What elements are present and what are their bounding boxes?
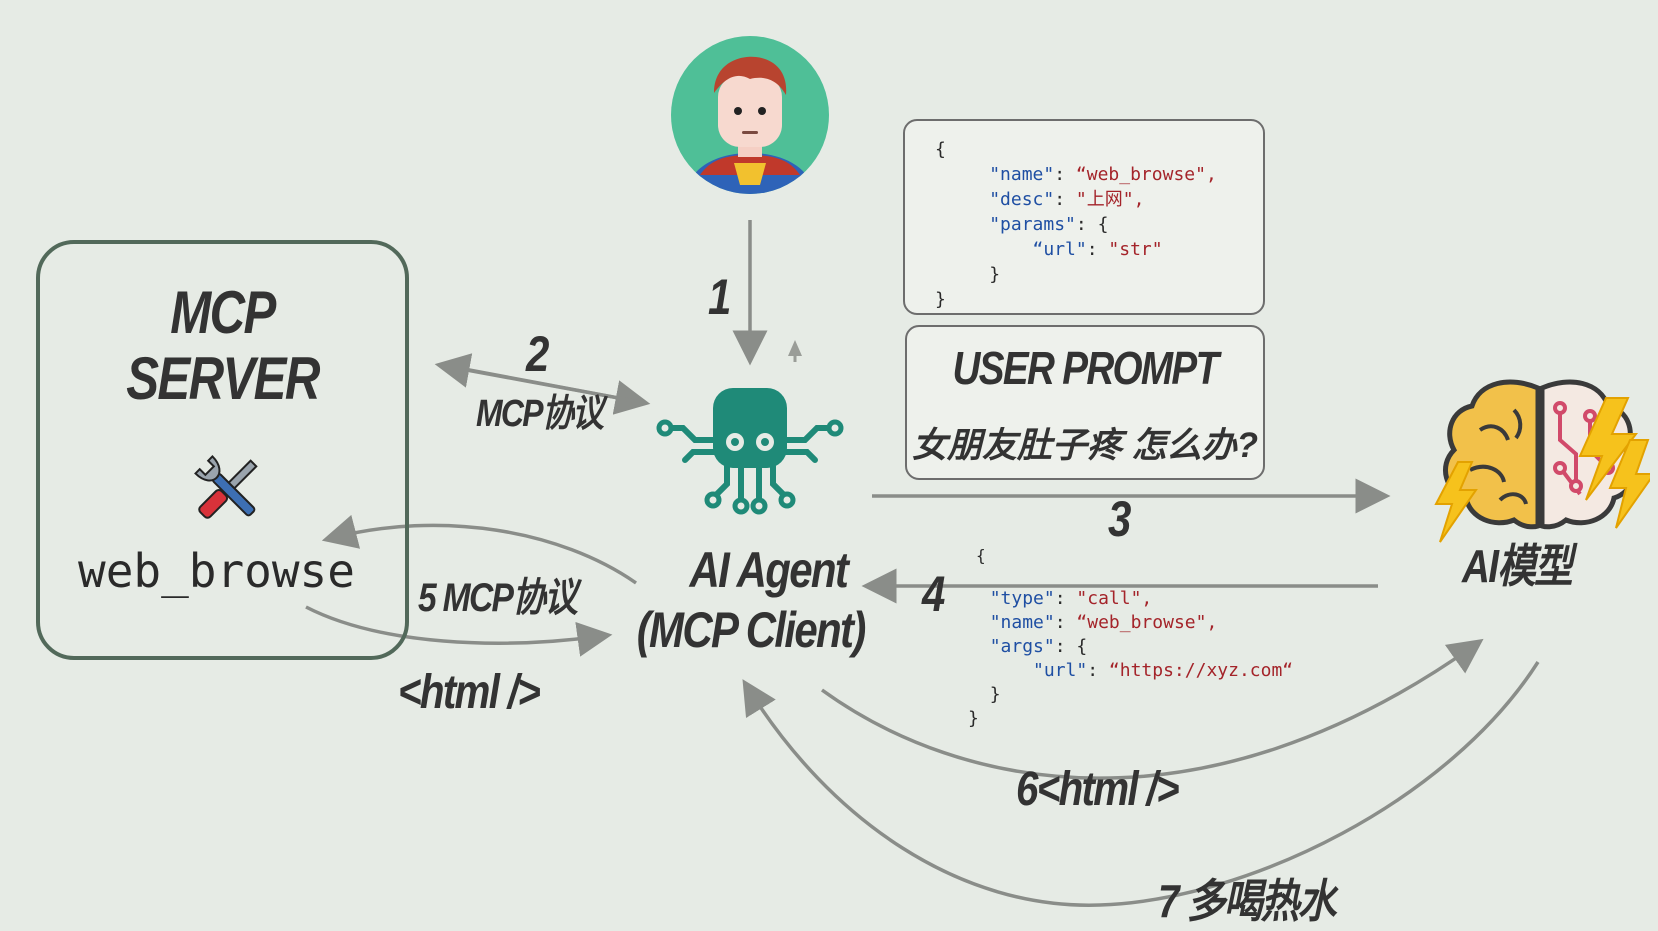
agent-label: AI Agent (MCP Client): [637, 540, 867, 660]
mcp-server-title: MCP SERVER: [73, 280, 372, 412]
step-4-label: 4: [922, 566, 945, 622]
call-type-value: "call",: [1076, 588, 1153, 609]
arrow-step-2-left: [434, 353, 641, 404]
schema-open-brace: {: [935, 139, 946, 160]
call-type-key: "type": [989, 588, 1055, 609]
step-1-label: 1: [708, 269, 731, 325]
step-2-label: 2: [526, 326, 549, 382]
schema-desc-value: "上网",: [1075, 189, 1145, 210]
call-url-value: “https://xyz.com“: [1108, 660, 1294, 681]
schema-close-inner: }: [989, 264, 1001, 285]
schema-desc-key: "desc": [989, 189, 1055, 210]
arrow-step-7: [742, 661, 1540, 907]
agent-label-line2: (MCP Client): [636, 602, 867, 658]
server-title-line2: SERVER: [126, 345, 320, 412]
user-prompt-box: USER PROMPT 女朋友肚子疼 怎么办?: [905, 325, 1265, 480]
call-url-key: "url": [1033, 660, 1088, 681]
schema-params-key: "params": [989, 214, 1076, 235]
server-title-line1: MCP: [170, 279, 276, 346]
tool-name-web-browse: web_browse: [78, 544, 355, 598]
small-up-arrow-icon: [788, 340, 802, 356]
step-3-label: 3: [1108, 491, 1131, 547]
call-close-outer: }: [968, 708, 979, 729]
user-prompt-title: USER PROMPT: [952, 342, 1220, 394]
call-name-key: "name": [989, 612, 1055, 633]
step-5-result-label: <html />: [398, 666, 541, 719]
tool-schema-code: { "name": “web_browse", "desc": "上网", "p…: [935, 139, 1217, 310]
brain-lightning-icon: [1434, 379, 1650, 543]
wrench-screwdriver-icon: [194, 455, 258, 519]
ai-model-label: AI模型: [1462, 540, 1573, 592]
call-close-inner: }: [989, 684, 1001, 705]
call-open-brace: {: [976, 546, 986, 565]
call-name-value: “web_browse",: [1076, 612, 1218, 633]
step-6-label: 6<html />: [1016, 763, 1180, 816]
schema-name-value: “web_browse",: [1075, 164, 1217, 185]
user-avatar-icon: [671, 36, 829, 194]
call-json-code: { "type": "call", "name": “web_browse", …: [968, 546, 1294, 729]
octopus-agent-icon: [656, 388, 844, 515]
arrow-step-6: [820, 638, 1484, 780]
step-5-label: 5 MCP协议: [418, 576, 578, 620]
tool-schema-box: { "name": “web_browse", "desc": "上网", "p…: [903, 119, 1265, 315]
mcp-server-box: MCP SERVER web_browse: [36, 240, 409, 660]
call-args-key: "args": [989, 636, 1055, 657]
schema-url-value: "str": [1108, 239, 1163, 260]
arrow-step-5: [321, 514, 638, 585]
schema-name-key: "name": [989, 164, 1055, 185]
step-2-protocol-label: MCP协议: [476, 393, 604, 435]
arrow-step-5-result: [305, 605, 613, 657]
schema-url-key: “url": [1032, 239, 1087, 260]
schema-close-outer: }: [935, 289, 946, 310]
user-prompt-text: 女朋友肚子疼 怎么办?: [911, 426, 1259, 465]
agent-label-line1: AI Agent: [689, 542, 848, 598]
step-7-label: 7 多喝热水: [1158, 875, 1336, 927]
